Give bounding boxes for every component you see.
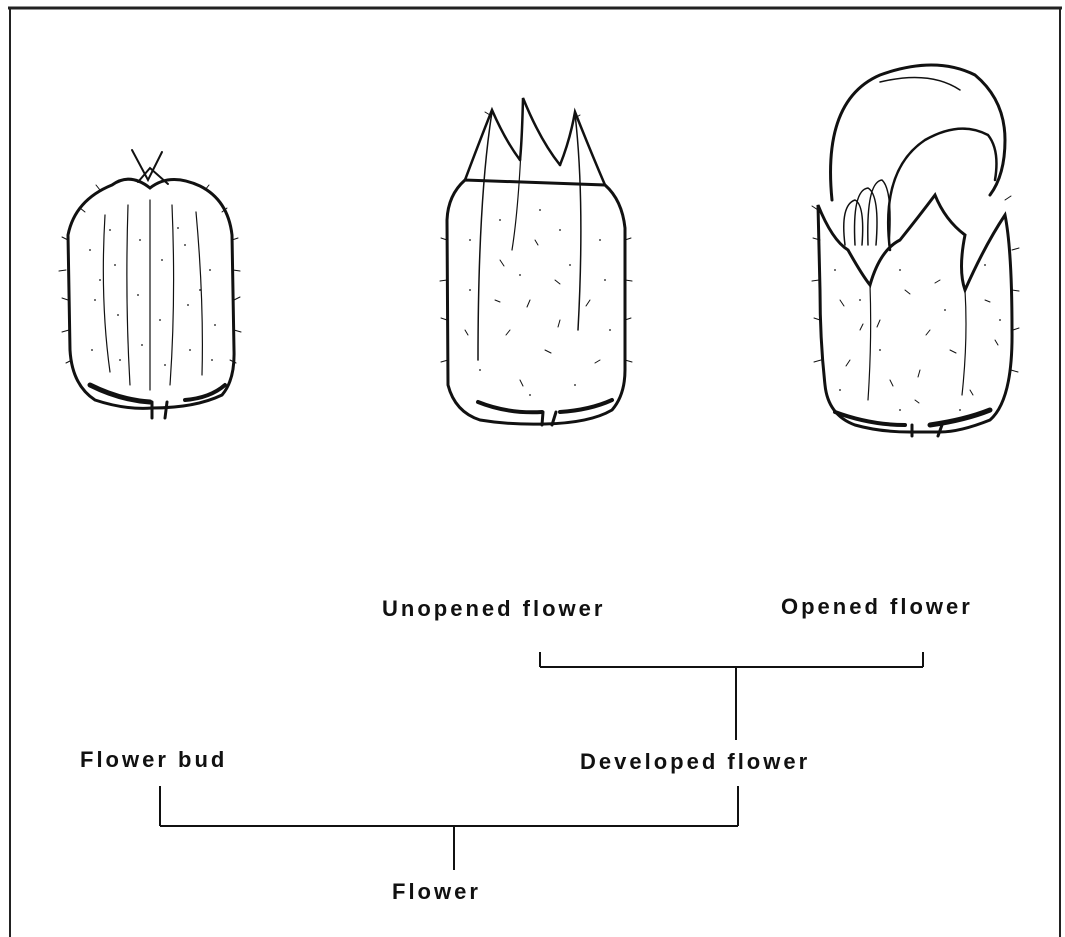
label-flower-bud: Flower bud <box>80 747 227 772</box>
label-developed-flower: Developed flower <box>580 749 810 774</box>
label-unopened-flower: Unopened flower <box>382 596 605 621</box>
label-flower: Flower <box>392 879 481 904</box>
unopened-flower-illustration <box>440 98 632 425</box>
label-opened-flower: Opened flower <box>781 594 973 619</box>
opened-flower-illustration <box>812 65 1019 436</box>
flower-bud-illustration <box>59 150 241 418</box>
diagram-border <box>8 8 1062 937</box>
